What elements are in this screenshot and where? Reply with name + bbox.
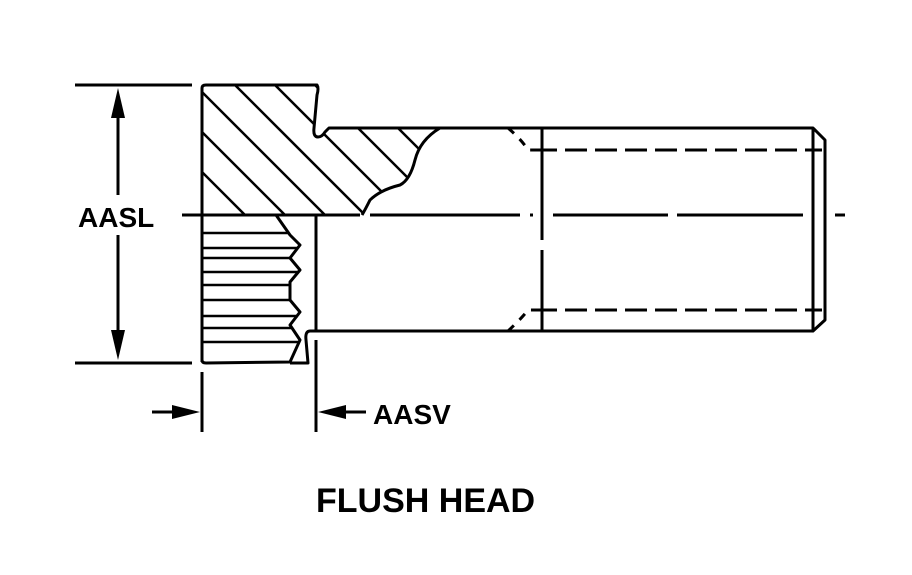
aasv-dimension	[152, 340, 366, 432]
thread-hidden-lines	[535, 148, 822, 312]
thread-runout-bottom	[506, 308, 535, 333]
dimension-arrows	[111, 88, 346, 419]
knurl-lines	[203, 231, 298, 344]
aasl-label: AASL	[78, 202, 154, 233]
thread-runout-top	[507, 126, 535, 152]
shank-end-chamfer	[811, 126, 827, 333]
head-lower-edge	[290, 329, 316, 365]
drawing-title: FLUSH HEAD	[316, 482, 535, 520]
aasv-label: AASV	[373, 399, 451, 430]
knurl-profile	[200, 214, 302, 365]
